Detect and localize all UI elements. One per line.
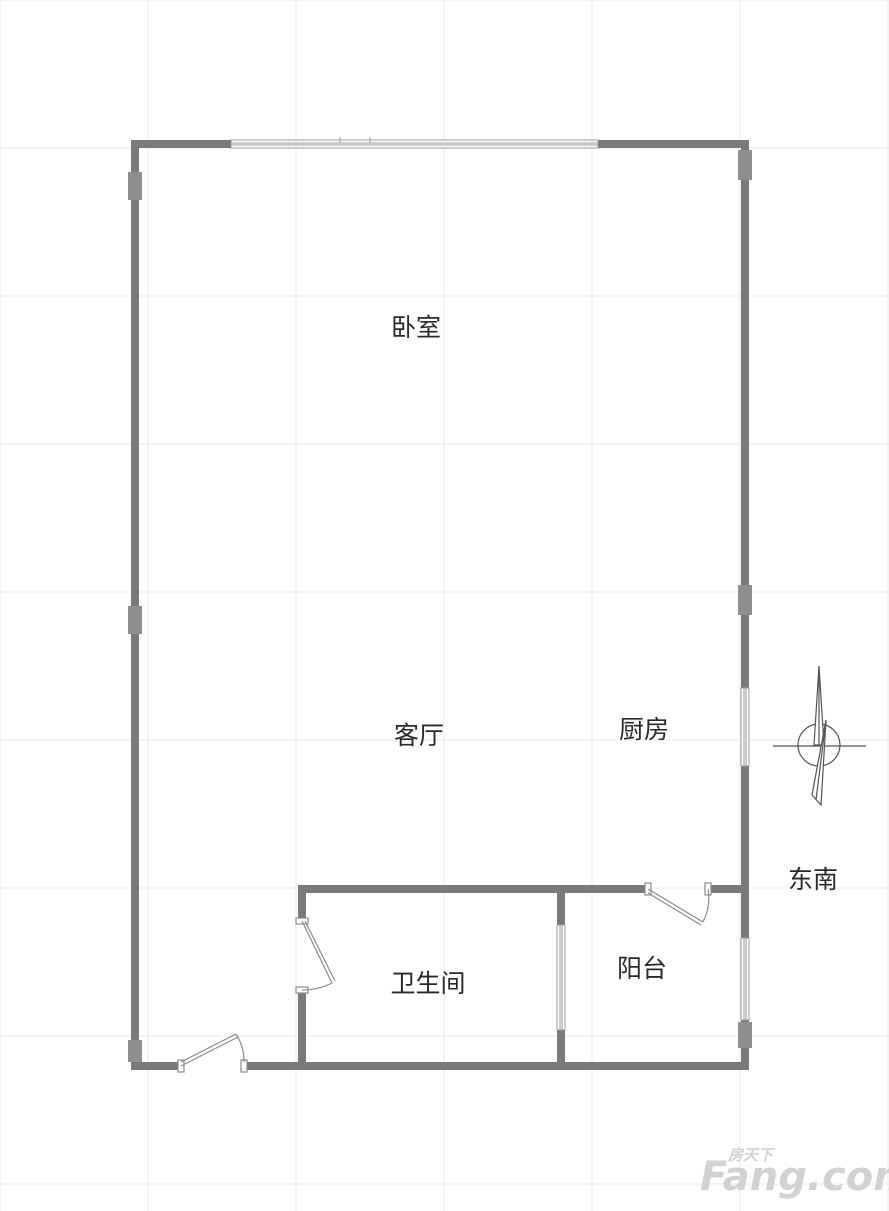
wall-bath-left-lower [298, 990, 306, 1070]
column-markers [128, 150, 752, 1062]
wall-interior-top-right [708, 885, 749, 893]
window-right-kitchen [740, 687, 750, 767]
wall-interior-top [298, 885, 648, 893]
room-label-living-room: 客厅 [394, 721, 444, 750]
walls [131, 140, 749, 1070]
room-label-bedroom: 卧室 [391, 313, 441, 342]
orientation-label: 东南 [788, 865, 838, 894]
wall-divider-upper [557, 885, 565, 925]
wall-top-left [131, 140, 231, 148]
wall-top-right [598, 140, 749, 148]
door-balcony [644, 882, 712, 926]
window-divider [556, 924, 566, 1031]
watermark-small: 房天下 [727, 1146, 776, 1164]
wall-divider-lower [557, 1030, 565, 1070]
wall-bottom-left [131, 1062, 181, 1070]
door-entrance [177, 1033, 248, 1073]
room-label-kitchen: 厨房 [619, 715, 669, 744]
window-right-balcony [740, 937, 750, 1021]
watermark-main: Fang.com [700, 1154, 889, 1200]
wall-right-mid [741, 766, 749, 938]
watermark-logo: 房天下 Fang.com [700, 1146, 889, 1200]
windows [230, 137, 750, 1031]
wall-bath-left-upper [298, 885, 306, 921]
compass-icon [773, 665, 866, 807]
room-label-bathroom: 卫生间 [390, 969, 465, 998]
doors [177, 882, 712, 1073]
wall-left [131, 140, 139, 1070]
door-bathroom [295, 917, 336, 994]
wall-bottom-right [244, 1062, 749, 1070]
wall-right-upper [741, 140, 749, 688]
window-top [230, 139, 599, 149]
room-label-balcony: 阳台 [617, 954, 667, 983]
